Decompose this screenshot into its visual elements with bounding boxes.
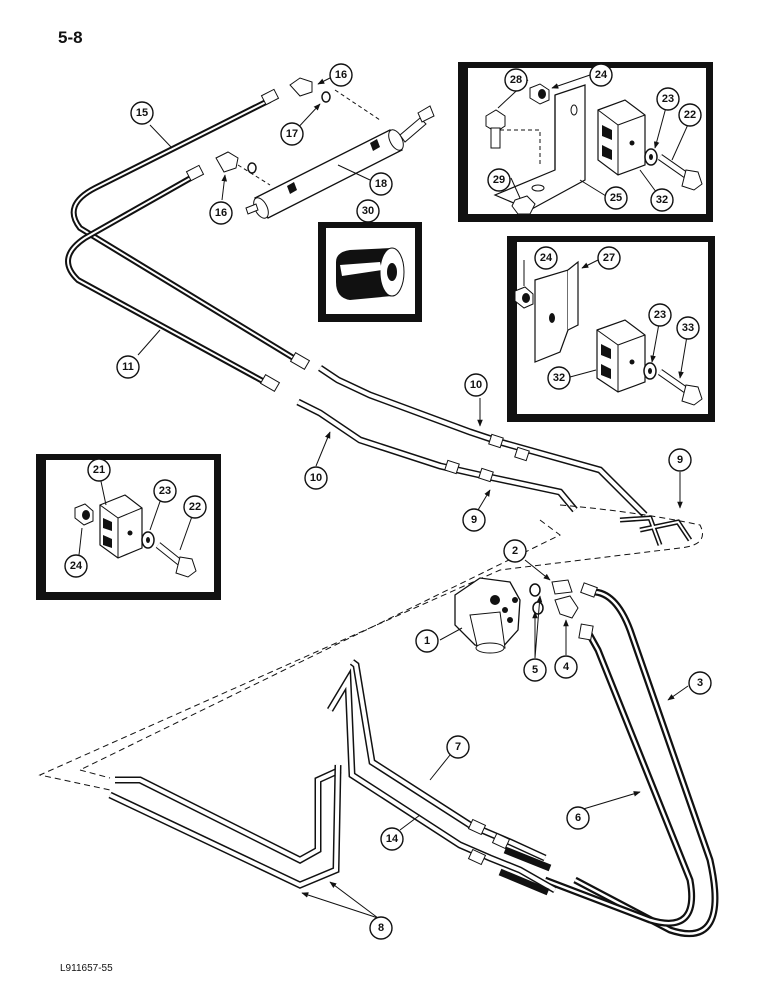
- svg-text:1: 1: [424, 635, 430, 647]
- svg-text:4: 4: [563, 661, 570, 673]
- callout-3: 3: [688, 671, 712, 695]
- svg-text:23: 23: [654, 309, 666, 321]
- svg-text:9: 9: [677, 454, 683, 466]
- page-number: 5-8: [58, 28, 83, 47]
- leader-lines: [77, 74, 691, 919]
- callout-inset2-32: 32: [547, 366, 571, 390]
- callout-inset3-23: 23: [153, 479, 177, 503]
- svg-text:14: 14: [386, 833, 399, 845]
- callout-5: 5: [523, 658, 547, 682]
- svg-text:32: 32: [656, 194, 668, 206]
- svg-text:25: 25: [610, 192, 622, 204]
- callout-inset1-28: 28: [504, 68, 528, 92]
- callout-6: 6: [566, 806, 590, 830]
- nut-29: [511, 195, 536, 215]
- svg-text:2: 2: [512, 545, 518, 557]
- callout-16-lower: 16: [209, 201, 233, 225]
- svg-text:24: 24: [595, 69, 608, 81]
- svg-text:30: 30: [362, 205, 374, 217]
- cylinder-hoses: [65, 88, 311, 393]
- elbow-fitting-upper: [289, 77, 313, 97]
- callout-inset1-25: 25: [604, 186, 628, 210]
- svg-text:27: 27: [603, 252, 615, 264]
- callout-inset2-23: 23: [648, 303, 672, 327]
- svg-text:8: 8: [378, 922, 384, 934]
- svg-text:22: 22: [684, 109, 696, 121]
- callout-4: 4: [554, 655, 578, 679]
- callout-14: 14: [380, 827, 404, 851]
- callout-inset2-33: 33: [676, 316, 700, 340]
- steering-tubes-upper: [296, 365, 693, 546]
- callout-inset3-24: 24: [64, 554, 88, 578]
- callout-8: 8: [369, 916, 393, 940]
- callout-9-right: 9: [668, 448, 692, 472]
- svg-text:16: 16: [335, 69, 347, 81]
- inset-bracket-assembly-1: [458, 62, 713, 222]
- svg-text:10: 10: [310, 472, 322, 484]
- svg-text:18: 18: [375, 178, 387, 190]
- bolt-22: [657, 154, 703, 191]
- callout-inset1-24: 24: [589, 63, 613, 87]
- callout-7: 7: [446, 735, 470, 759]
- callout-17: 17: [280, 122, 304, 146]
- svg-text:3: 3: [697, 677, 703, 689]
- callout-inset2-24: 24: [534, 246, 558, 270]
- callout-inset1-23: 23: [656, 87, 680, 111]
- callout-18: 18: [369, 172, 393, 196]
- callout-inset2-27: 27: [597, 246, 621, 270]
- steering-tubes-lower: [108, 659, 557, 896]
- svg-text:21: 21: [93, 464, 105, 476]
- callout-inset1-32: 32: [650, 188, 674, 212]
- callout-9-left: 9: [462, 508, 486, 532]
- svg-text:11: 11: [122, 361, 134, 373]
- svg-text:33: 33: [682, 322, 694, 334]
- steering-control-valve: [454, 577, 521, 654]
- callout-16-upper: 16: [329, 63, 353, 87]
- svg-text:6: 6: [575, 812, 581, 824]
- svg-text:17: 17: [286, 128, 298, 140]
- svg-text:5: 5: [532, 664, 538, 676]
- clamp-block: [597, 99, 646, 176]
- callout-inset1-29: 29: [487, 168, 511, 192]
- svg-text:15: 15: [136, 107, 148, 119]
- callout-11: 11: [116, 355, 140, 379]
- svg-text:22: 22: [189, 501, 201, 513]
- callout-inset1-22: 22: [678, 103, 702, 127]
- figure-code: L911657-55: [60, 963, 113, 974]
- inset-bushing-30: [318, 222, 422, 322]
- svg-text:28: 28: [510, 74, 522, 86]
- nut-24: [529, 83, 550, 105]
- callout-2: 2: [503, 539, 527, 563]
- svg-text:29: 29: [493, 174, 505, 186]
- inset-bracket-assembly-3: [36, 454, 221, 600]
- svg-text:23: 23: [662, 93, 674, 105]
- callout-inset3-21: 21: [87, 458, 111, 482]
- callout-15: 15: [130, 101, 154, 125]
- callout-1: 1: [415, 629, 439, 653]
- bolt-28: [485, 109, 506, 149]
- callout-30: 30: [356, 199, 380, 223]
- callout-inset3-22: 22: [183, 495, 207, 519]
- steering-cylinder: [245, 105, 435, 219]
- svg-text:7: 7: [455, 741, 461, 753]
- svg-text:9: 9: [471, 514, 477, 526]
- callout-10-upper: 10: [464, 373, 488, 397]
- svg-text:10: 10: [470, 379, 482, 391]
- svg-text:24: 24: [540, 252, 553, 264]
- svg-text:23: 23: [159, 485, 171, 497]
- valve-hoses: [543, 582, 719, 938]
- svg-text:16: 16: [215, 207, 227, 219]
- elbow-fitting-lower: [215, 151, 239, 173]
- svg-text:24: 24: [70, 560, 83, 572]
- callout-10-lower: 10: [304, 466, 328, 490]
- svg-text:32: 32: [553, 372, 565, 384]
